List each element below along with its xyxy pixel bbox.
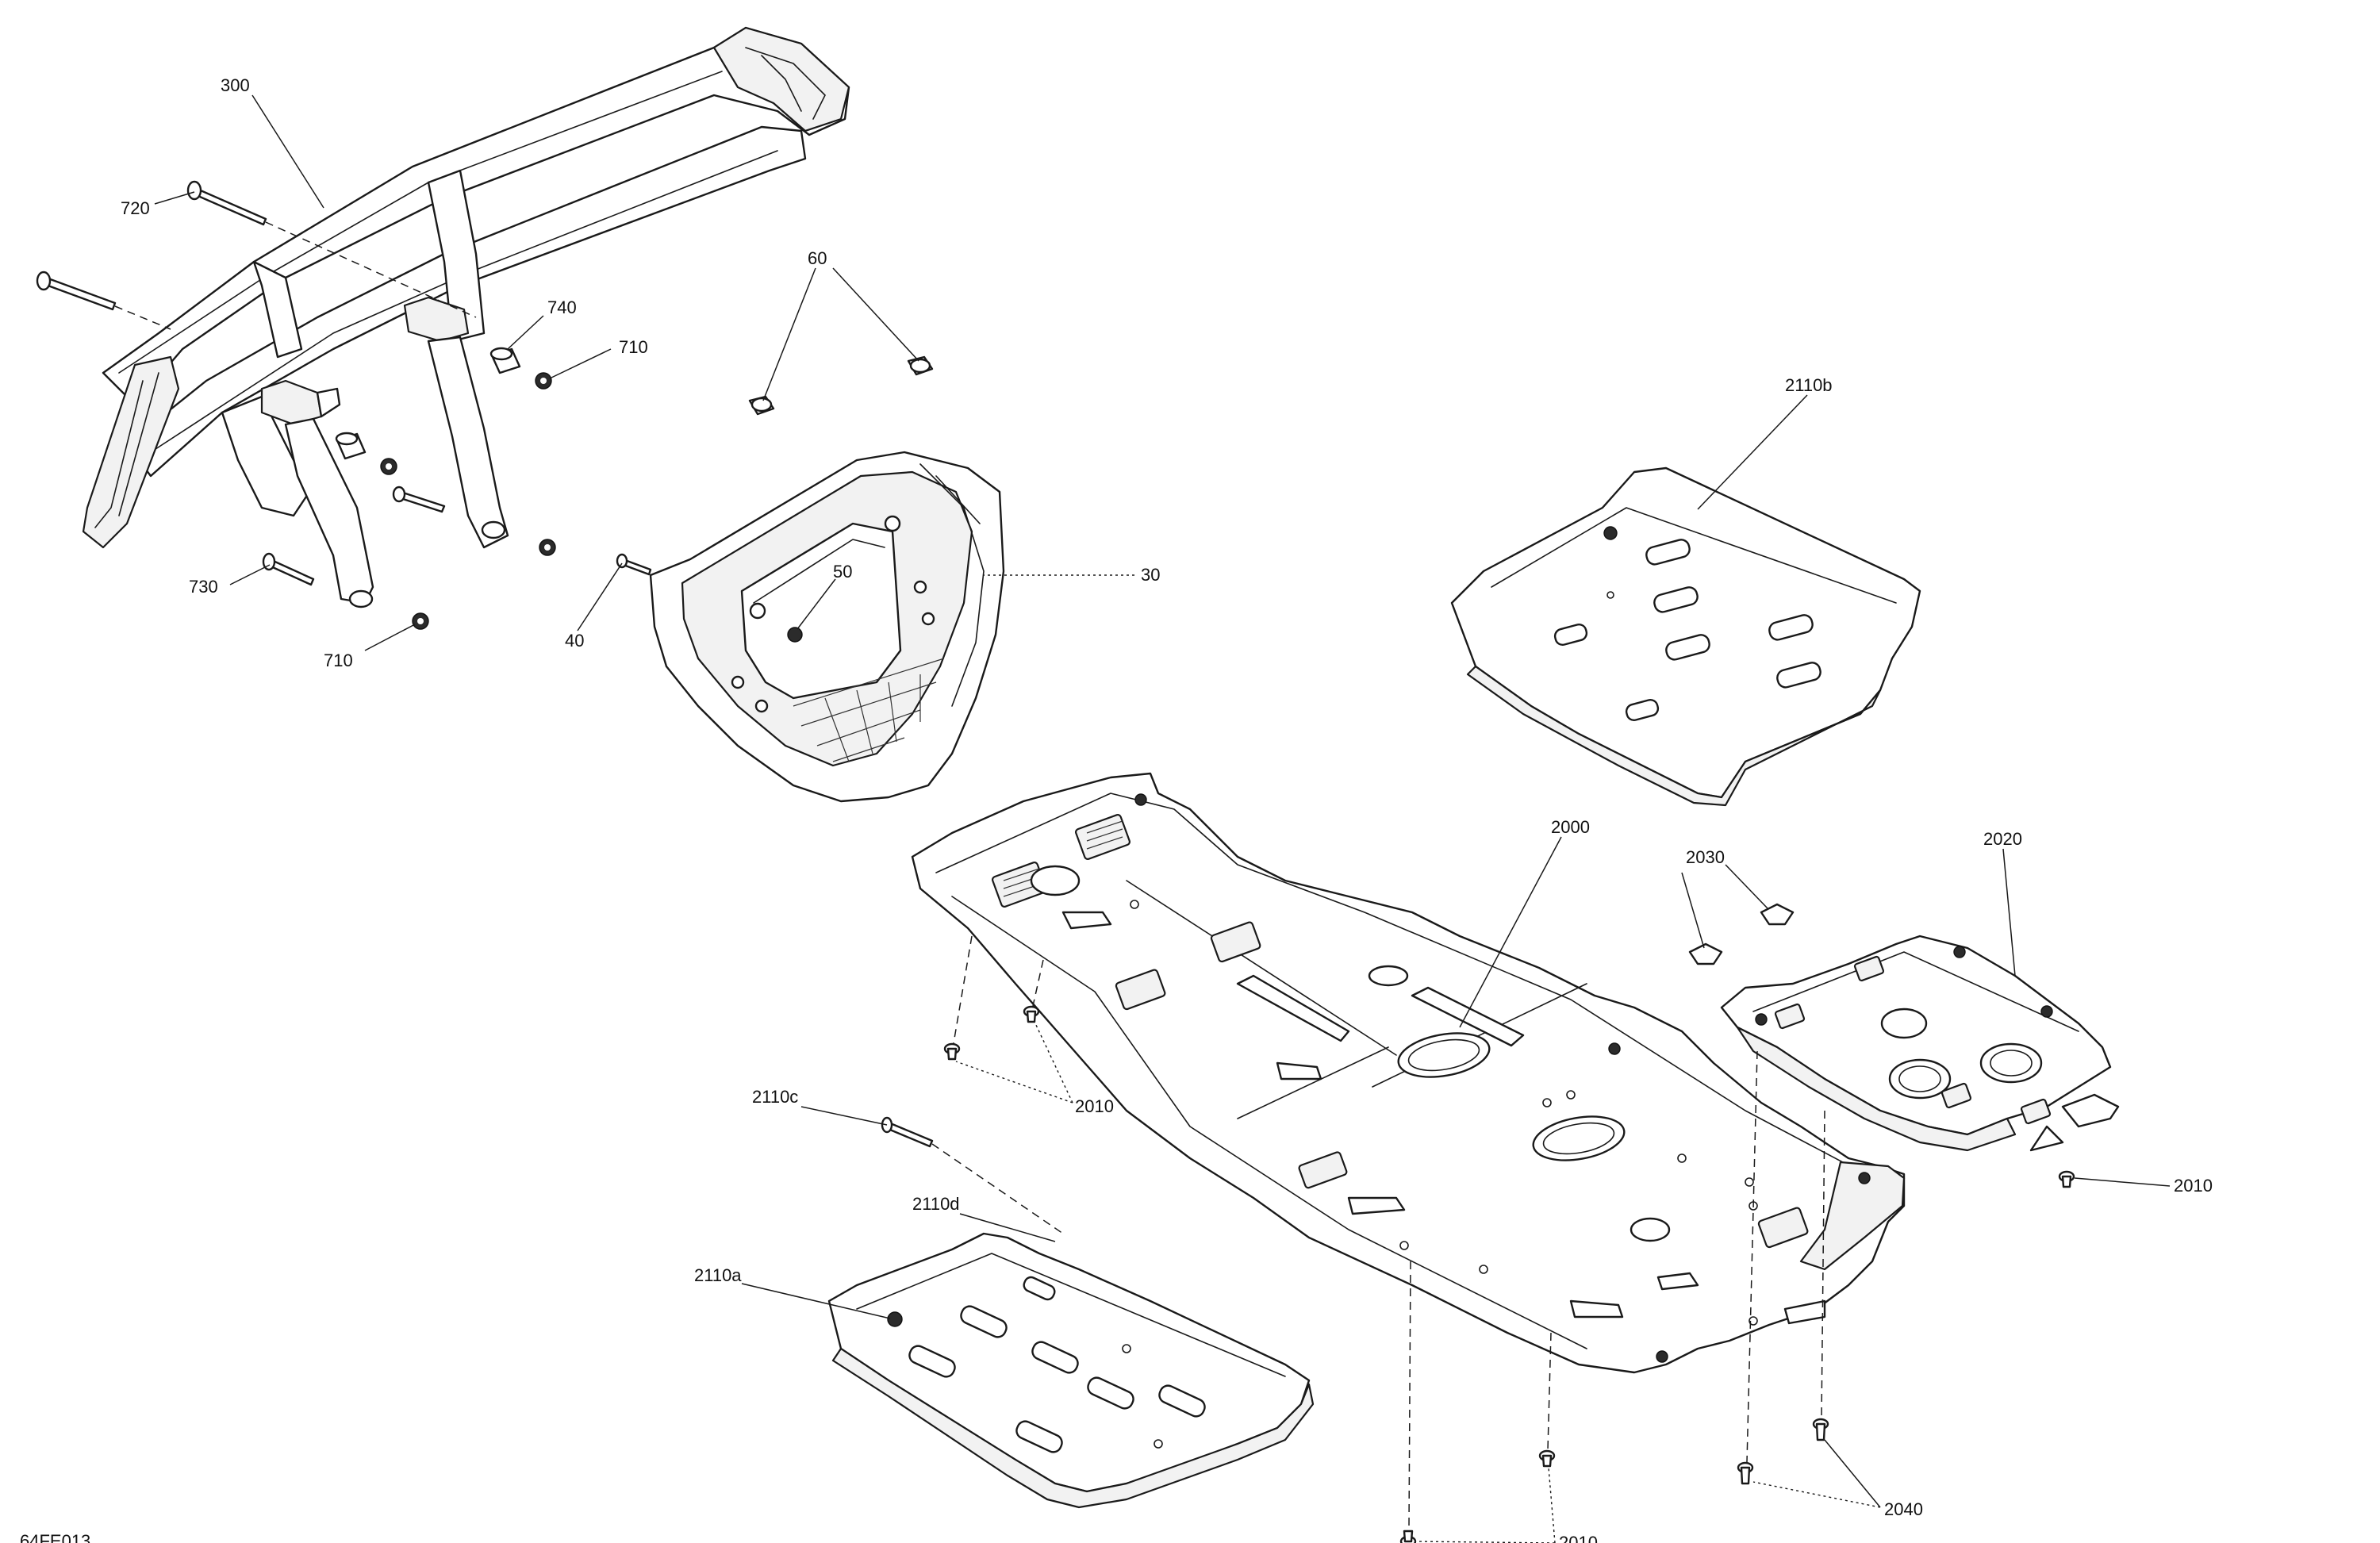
callout-2030: 2030 xyxy=(1686,847,1725,867)
skid-plate-part-2110a xyxy=(827,1232,1315,1509)
callout-2010-right: 2010 xyxy=(2174,1176,2213,1196)
figure-code: 64FE013 xyxy=(20,1531,90,1543)
nut-50 xyxy=(787,627,803,643)
clip-nut-2030-upper xyxy=(1760,903,1795,926)
bolt-left-long xyxy=(36,271,117,311)
leader-2110d xyxy=(959,1213,1056,1242)
leader-2030-b xyxy=(1725,864,1768,909)
leader-2040-a xyxy=(1752,1481,1881,1508)
leader-730 xyxy=(229,564,271,585)
leader-2110a xyxy=(741,1283,891,1319)
leader-2110b xyxy=(1697,394,1808,510)
bolt-left-axis-line xyxy=(114,305,171,330)
callout-50: 50 xyxy=(833,562,852,582)
leader-60-left xyxy=(762,267,816,401)
leader-710b xyxy=(364,624,416,651)
leader-710a xyxy=(549,348,612,379)
leader-720 xyxy=(154,191,195,205)
belly-pan-part-2000 xyxy=(911,772,1906,1374)
fastener-2040-b xyxy=(1812,1418,1829,1441)
leader-2020 xyxy=(2002,848,2016,977)
axis-2040-a xyxy=(1746,1050,1758,1463)
nut-left-bracket xyxy=(380,458,397,475)
nut-710-lower xyxy=(412,612,429,630)
fastener-2010-b xyxy=(1023,1005,1040,1023)
bolt-2110c xyxy=(881,1116,934,1148)
fastener-2040-a xyxy=(1737,1461,1754,1485)
callout-740: 740 xyxy=(547,297,577,317)
bolt-720-axis-line xyxy=(265,221,477,318)
axis-2010-a xyxy=(953,935,973,1044)
nut-710-upper-right xyxy=(535,372,552,390)
leader-50 xyxy=(797,578,836,630)
callout-2010-bottom: 2010 xyxy=(1559,1533,1598,1543)
leader-2010c-b xyxy=(1548,1467,1556,1543)
callout-2110a: 2110a xyxy=(694,1265,742,1285)
callout-2010-left: 2010 xyxy=(1075,1096,1114,1116)
callout-2110d: 2110d xyxy=(912,1194,960,1214)
callout-2110b: 2110b xyxy=(1785,375,1833,395)
callout-30: 30 xyxy=(1141,565,1160,585)
bolt-2110c-axis-line xyxy=(931,1143,1064,1234)
callout-730: 730 xyxy=(189,577,218,597)
leader-740 xyxy=(507,315,544,350)
axis-2010-d xyxy=(1408,1261,1411,1528)
front-bumper-part-300 xyxy=(82,26,850,608)
rear-skid-plate-part-2020 xyxy=(1720,935,2120,1152)
fastener-2010-d xyxy=(1399,1530,1417,1543)
leader-2010a-a xyxy=(955,1061,1073,1104)
bolt-720-upper xyxy=(186,180,267,226)
callout-2040: 2040 xyxy=(1884,1499,1923,1519)
spacer-lower xyxy=(335,432,367,460)
spacer-740 xyxy=(489,347,521,374)
clip-nut-60-right xyxy=(907,355,934,376)
callout-2020: 2020 xyxy=(1983,829,2022,849)
callout-40: 40 xyxy=(565,631,584,651)
axis-2040-b xyxy=(1821,1110,1825,1419)
callout-710-lower: 710 xyxy=(324,651,353,670)
callout-720: 720 xyxy=(121,198,150,218)
nut-right-foot xyxy=(539,539,556,556)
skid-plate-part-2110b xyxy=(1450,466,1921,807)
front-fascia-part-30 xyxy=(649,451,1005,803)
leader-300 xyxy=(251,94,324,209)
callout-2000: 2000 xyxy=(1551,817,1590,837)
callout-2110c: 2110c xyxy=(752,1087,798,1107)
axis-2010-b xyxy=(1032,959,1044,1007)
fastener-2010-e xyxy=(1538,1449,1556,1468)
callout-300: 300 xyxy=(221,75,250,95)
leader-2040-b xyxy=(1824,1439,1881,1508)
leader-2000 xyxy=(1459,836,1562,1028)
bolt-center xyxy=(392,486,446,513)
clip-nut-60-left xyxy=(748,395,775,416)
clip-nut-2030-lower xyxy=(1688,942,1723,965)
leader-2030-a xyxy=(1681,872,1705,949)
callout-60: 60 xyxy=(808,248,827,268)
fastener-2010-a xyxy=(943,1042,961,1061)
axis-2010-e xyxy=(1547,1332,1552,1451)
leader-2010a-b xyxy=(1035,1023,1073,1104)
leader-2110c xyxy=(800,1106,888,1126)
leader-2010b xyxy=(2074,1177,2171,1187)
bolt-730 xyxy=(262,552,315,586)
screw-40 xyxy=(616,553,652,576)
leader-40 xyxy=(577,562,623,631)
callout-710-upper: 710 xyxy=(619,337,648,357)
fastener-2010-c xyxy=(2058,1170,2075,1188)
leader-60-right xyxy=(832,267,919,362)
nut-2110a xyxy=(887,1311,903,1327)
